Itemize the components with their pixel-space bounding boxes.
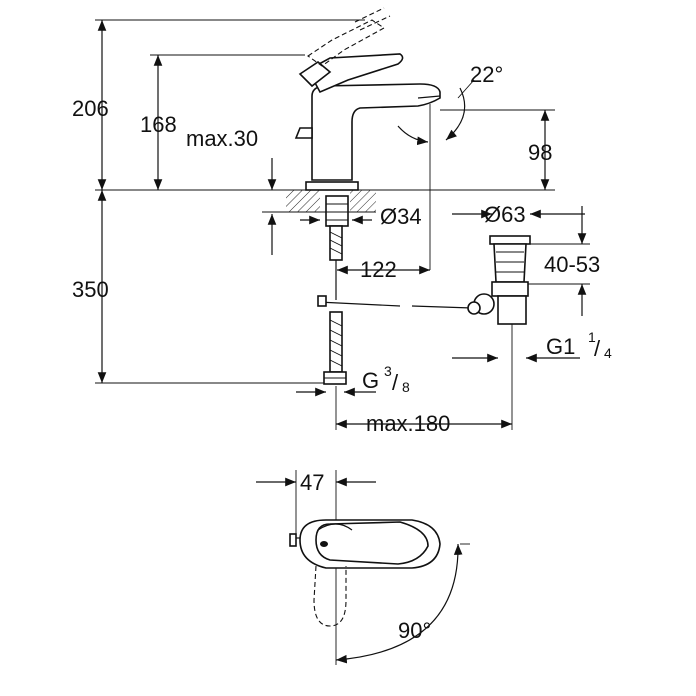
countertop-left <box>286 190 320 212</box>
drain-assembly <box>467 235 531 430</box>
top-view: 47 90° <box>256 470 470 665</box>
angle-arc-22 <box>445 87 466 141</box>
side-view: 206 168 350 max.30 Ø34 <box>72 7 612 436</box>
svg-text:3: 3 <box>384 363 392 379</box>
countertop-right <box>350 190 376 212</box>
dim-label-g1-1-4: G1 1 / 4 <box>546 329 612 361</box>
dim-label-d63: Ø63 <box>484 202 526 227</box>
supply-hose <box>323 195 349 385</box>
svg-text:8: 8 <box>402 379 410 395</box>
svg-text:/: / <box>594 336 601 361</box>
ghost-lever-90 <box>313 565 347 627</box>
dim-label-max180: max.180 <box>366 411 450 436</box>
svg-text:G: G <box>362 368 379 393</box>
dim-label-d34: Ø34 <box>380 204 422 229</box>
svg-text:4: 4 <box>604 345 612 361</box>
dim-label-168: 168 <box>140 112 177 137</box>
popup-rod <box>317 301 401 307</box>
svg-text:G1: G1 <box>546 334 575 359</box>
dim-label-350: 350 <box>72 277 109 302</box>
dim-label-g-3-8: G 3 / 8 <box>362 363 410 395</box>
dim-label-40-53: 40-53 <box>544 252 600 277</box>
dim-label-206: 206 <box>72 96 109 121</box>
dim-label-47: 47 <box>300 470 324 495</box>
angle-arc-90 <box>335 543 463 664</box>
dim-label-122: 122 <box>360 257 397 282</box>
dim-label-90deg: 90° <box>398 618 431 643</box>
dim-label-98: 98 <box>528 140 552 165</box>
dim-label-max30: max.30 <box>186 126 258 151</box>
dim-label-22deg: 22° <box>470 62 503 87</box>
faucet-body <box>294 7 441 191</box>
svg-text:1: 1 <box>588 329 596 345</box>
svg-text:/: / <box>392 370 399 395</box>
